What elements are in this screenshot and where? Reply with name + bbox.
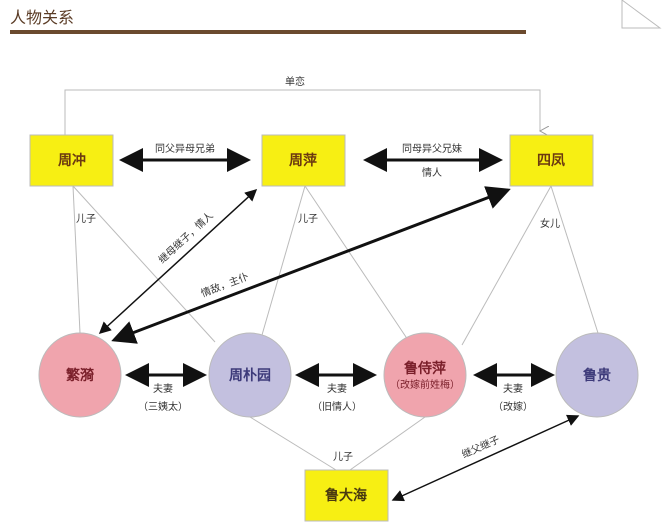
label-spouse-1-note: （三姨太） (138, 400, 188, 413)
name-zhouchong: 周冲 (58, 152, 86, 169)
name-lushiping: 鲁侍萍 (403, 360, 446, 377)
relation-arrows (98, 148, 580, 502)
label-spouse-2: 夫妻 (327, 382, 347, 395)
label-son-2: 儿子 (298, 213, 318, 225)
name-fanyi: 繁漪 (65, 367, 94, 384)
label-spouse-1: 夫妻 (153, 382, 173, 395)
label-rival: 情敌，主仆 (199, 270, 250, 300)
section-title: 人物关系 (10, 8, 75, 27)
node-sifeng (509, 134, 594, 187)
name-ludahai: 鲁大海 (324, 487, 367, 504)
label-son-1: 儿子 (76, 213, 96, 225)
node-zhoupuyuan (208, 332, 292, 418)
title-underline (10, 30, 526, 34)
node-fanyi (38, 332, 122, 418)
label-spouse-3: 夫妻 (503, 382, 523, 395)
node-lugui (555, 332, 639, 418)
label-stepfather: 继父继子 (460, 433, 502, 461)
label-crush: 单恋 (285, 75, 305, 88)
name-sifeng: 四凤 (537, 153, 565, 169)
node-zhouchong (29, 134, 114, 187)
crush-line (64, 89, 540, 135)
label-spouse-3-note: （改嫁） (493, 400, 533, 413)
label-stepmother: 继母继子，情人 (156, 209, 216, 266)
label-daughter: 女儿 (540, 217, 560, 230)
node-ludahai (304, 469, 389, 522)
page-fold-icon (621, 0, 662, 29)
name-lugui: 鲁贵 (582, 367, 611, 384)
name-zhoupuyuan: 周朴园 (229, 367, 271, 384)
name-zhouping: 周萍 (289, 152, 317, 169)
label-spouse-2-note: （旧情人） (312, 400, 362, 413)
note-lushiping: （改嫁前姓梅） (390, 378, 460, 391)
label-half-siblings: 同母异父兄妹 (402, 143, 462, 155)
node-lushiping (383, 332, 467, 418)
label-son-3: 儿子 (333, 451, 353, 463)
label-half-brothers: 同父异母兄弟 (155, 143, 215, 155)
label-lovers: 情人 (422, 166, 442, 179)
node-zhouping (261, 134, 346, 187)
